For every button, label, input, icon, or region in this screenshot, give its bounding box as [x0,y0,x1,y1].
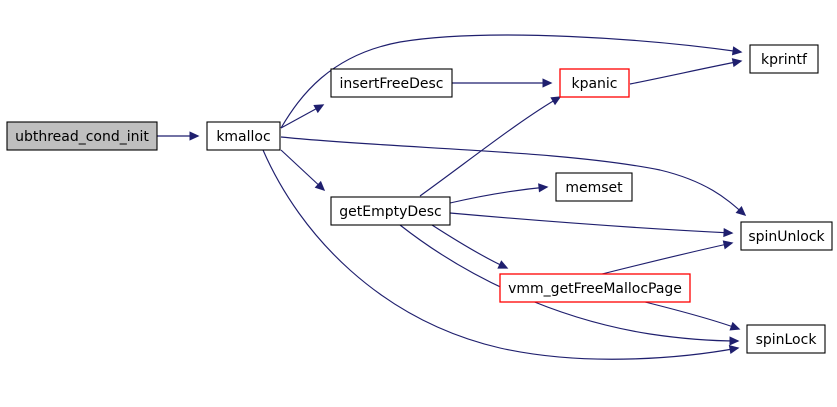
nodes-layer: ubthread_cond_init kmalloc insertFreeDesc k… [6,44,833,354]
node-label: getEmptyDesc [339,204,442,220]
graph-node-kpanic[interactable]: kpanic [559,68,630,98]
arrowhead-icon [731,58,743,68]
edge-line [419,96,561,197]
graph-node-kprintf[interactable]: kprintf [749,44,819,74]
edge-kpanic-to-kprintf [629,58,743,85]
node-label: spinLock [756,332,818,348]
graph-node-memset[interactable]: memset [555,172,633,202]
edge-line [629,60,742,85]
graph-node-spinUnlock[interactable]: spinUnlock [740,221,833,251]
edge-line [280,34,742,129]
arrowhead-icon [728,344,740,355]
node-label: memset [565,180,623,196]
arrowhead-icon [542,78,553,88]
arrowhead-icon [735,205,747,216]
edge-line [280,149,325,191]
arrowhead-icon [731,46,743,56]
edge-kmalloc-to-kprintf [280,34,743,129]
arrowhead-icon [723,227,734,238]
edge-line [399,224,739,342]
edge-kmalloc-to-insertFreeDesc [280,104,325,129]
node-box[interactable] [330,196,451,226]
arrowhead-icon [550,96,562,106]
edge-line [644,301,740,330]
node-box[interactable] [749,44,819,74]
edge-line [262,149,739,360]
edge-kmalloc-to-spinLock [262,149,740,360]
graph-node-spinLock[interactable]: spinLock [746,324,826,354]
arrowhead-icon [189,131,200,141]
arrowhead-icon [538,183,549,193]
node-box[interactable] [740,221,833,251]
node-label: kmalloc [216,129,270,145]
graph-node-kmalloc[interactable]: kmalloc [206,121,281,151]
arrowhead-icon [313,104,325,114]
edges-layer [157,34,747,360]
node-label: spinUnlock [748,229,825,245]
edge-getEmptyDesc-to-spinUnlock [449,212,734,238]
node-label: vmm_getFreeMallocPage [508,281,682,297]
edge-vmm_getFreeMallocPage-to-spinUnlock [601,240,734,275]
edge-getEmptyDesc-to-vmm_getFreeMallocPage [431,224,509,269]
graph-node-vmm_getFreeMallocPage[interactable]: vmm_getFreeMallocPage [499,273,691,303]
arrowhead-icon [314,180,326,192]
edge-line [431,224,508,269]
edge-line [449,212,733,234]
node-box[interactable] [559,68,630,98]
node-box[interactable] [330,68,453,98]
node-label: insertFreeDesc [339,76,443,92]
graph-node-getEmptyDesc[interactable]: getEmptyDesc [330,196,451,226]
arrowhead-icon [729,321,741,331]
node-label: kprintf [761,52,808,68]
arrowhead-icon [497,260,509,269]
edge-kmalloc-to-getEmptyDesc [280,149,326,192]
node-box[interactable] [746,324,826,354]
node-box[interactable] [206,121,281,151]
edge-insertFreeDesc-to-kpanic [452,78,553,88]
edge-getEmptyDesc-to-kpanic [419,96,562,197]
edge-kmalloc-to-spinUnlock [280,136,747,216]
node-box[interactable] [555,172,633,202]
node-label: ubthread_cond_init [15,129,149,145]
node-label: kpanic [571,76,617,92]
edge-vmm_getFreeMallocPage-to-spinLock [644,301,741,331]
edge-line [601,242,733,275]
edge-line [449,186,548,204]
node-box[interactable] [6,121,158,151]
edge-ubthread_cond_init-to-kmalloc [157,131,200,141]
graph-node-ubthread_cond_init[interactable]: ubthread_cond_init [6,121,158,151]
edge-getEmptyDesc-to-memset [449,183,549,204]
node-box[interactable] [499,273,691,303]
edge-line [280,136,746,216]
graph-node-insertFreeDesc[interactable]: insertFreeDesc [330,68,453,98]
arrowhead-icon [729,336,740,346]
arrowhead-icon [722,240,734,250]
edge-getEmptyDesc-to-spinLock [399,224,740,346]
